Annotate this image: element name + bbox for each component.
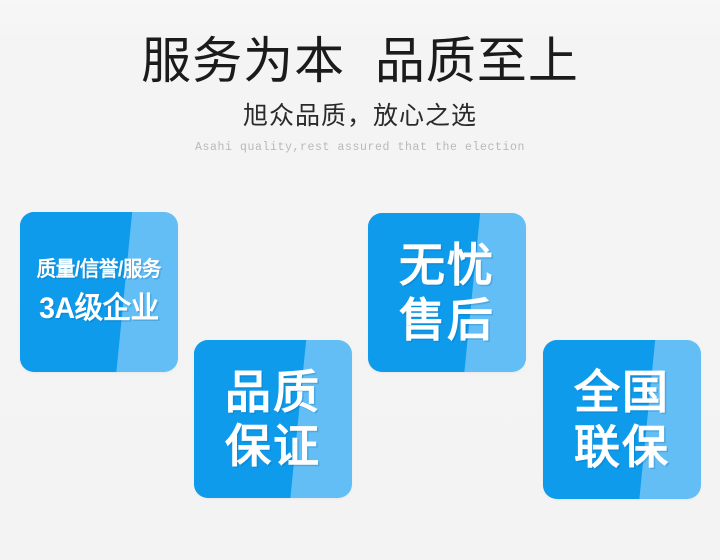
badge-line-secondary: 联保	[574, 420, 670, 473]
badge-3a-enterprise: 质量/信誉/服务 3A级企业	[20, 212, 178, 372]
badge-diagonal-wedge	[543, 340, 656, 499]
badge-text-stack: 无忧 售后	[368, 213, 526, 372]
header-block: 服务为本 品质至上 旭众品质，放心之选 Asahi quality,rest a…	[0, 0, 720, 154]
badge-line-primary: 质量/信誉/服务	[36, 258, 162, 282]
badge-line-primary: 全国	[574, 366, 670, 419]
badge-diagonal-wedge	[368, 213, 481, 372]
subtitle-english: Asahi quality,rest assured that the elec…	[194, 141, 526, 154]
badge-text-stack: 质量/信誉/服务 3A级企业	[20, 212, 178, 372]
badge-diagonal-wedge	[194, 340, 307, 498]
badge-line-primary: 品质	[225, 365, 321, 418]
badge-quality-guarantee: 品质 保证	[194, 340, 352, 498]
badge-line-secondary: 售后	[399, 293, 495, 346]
badge-line-secondary: 3A级企业	[39, 292, 159, 326]
badge-text-stack: 全国 联保	[543, 340, 701, 499]
badge-worry-free-after-sales: 无忧 售后	[368, 213, 526, 372]
badge-line-primary: 无忧	[399, 239, 495, 292]
subtitle-chinese: 旭众品质，放心之选	[242, 103, 477, 130]
badge-text-stack: 品质 保证	[194, 340, 352, 498]
badge-nationwide-warranty: 全国 联保	[543, 340, 701, 499]
badge-line-secondary: 保证	[225, 420, 321, 472]
page-title: 服务为本 品质至上	[141, 33, 579, 89]
badge-diagonal-wedge	[20, 212, 133, 372]
